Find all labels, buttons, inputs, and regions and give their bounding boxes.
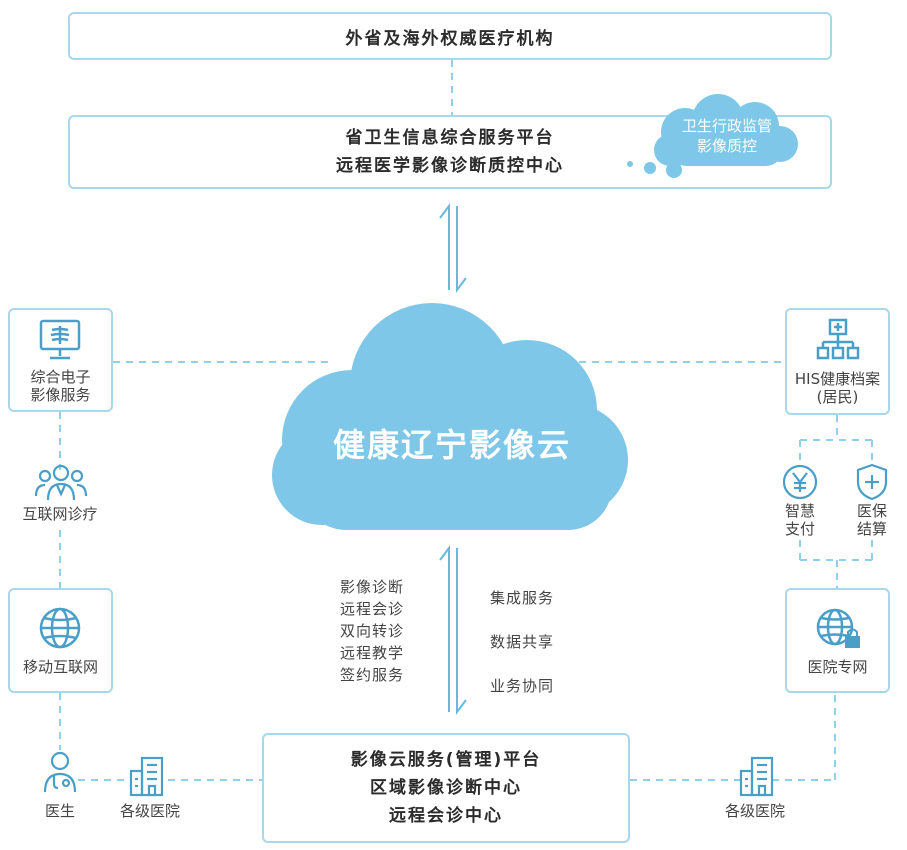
mobile-internet-box xyxy=(8,588,113,693)
service-item: 远程教学 xyxy=(340,644,405,662)
service-item: 签约服务 xyxy=(340,666,405,684)
upper-arrow-down xyxy=(456,206,467,293)
hospital-building-icon xyxy=(739,756,774,797)
doctor-icon xyxy=(43,751,77,793)
service-item: 集成服务 xyxy=(490,589,555,607)
yen-coin-icon xyxy=(782,464,818,500)
secure-globe-icon xyxy=(816,608,860,648)
monitor-xray-icon xyxy=(39,319,81,360)
medical-insurance-label: 医保 结算 xyxy=(842,502,902,538)
services-right-list: 集成服务 数据共享 业务协同 xyxy=(490,576,554,708)
supervision-cloud-text: 卫生行政监管 影像质控 xyxy=(672,116,782,156)
service-item: 双向转诊 xyxy=(340,622,405,640)
org-chart-icon xyxy=(816,318,860,360)
left-hospitals-label: 各级医院 xyxy=(119,802,180,820)
supervision-line1: 卫生行政监管 xyxy=(681,117,772,135)
province-platform-line2: 远程医学影像诊断质控中心 xyxy=(336,156,564,176)
smart-pay-line1: 智慧 xyxy=(784,502,815,520)
his-line1: HIS健康档案 xyxy=(794,370,881,388)
right-hospitals-label: 各级医院 xyxy=(724,802,785,820)
lower-arrow-down xyxy=(456,548,467,715)
main-cloud-title: 健康辽宁影像云 xyxy=(332,426,571,464)
electronic-imaging-label: 综合电子 影像服务 xyxy=(8,368,113,404)
service-item: 影像诊断 xyxy=(340,578,405,596)
shield-icon xyxy=(856,463,888,501)
bottom-platform-line2: 区域影像诊断中心 xyxy=(370,778,522,798)
main-cloud-icon xyxy=(272,303,628,530)
internet-clinic-label: 互联网诊疗 xyxy=(22,505,98,523)
electronic-imaging-line1: 综合电子 xyxy=(30,368,91,386)
service-item: 数据共享 xyxy=(490,633,555,651)
top-institution-box: 外省及海外权威医疗机构 xyxy=(68,12,832,60)
smart-pay-label: 智慧 支付 xyxy=(770,502,830,538)
bottom-platform-box: 影像云服务(管理)平台 区域影像诊断中心 远程会诊中心 xyxy=(262,733,630,843)
hospital-network-box xyxy=(785,588,890,693)
top-institution-title: 外省及海外权威医疗机构 xyxy=(345,28,555,49)
service-item: 远程会诊 xyxy=(340,600,405,618)
doctor-label: 医生 xyxy=(44,802,75,820)
lower-arrow-up xyxy=(439,545,450,712)
hospital-building-icon xyxy=(129,756,164,797)
hospital-network-label: 医院专网 xyxy=(807,658,868,676)
service-item: 业务协同 xyxy=(490,677,555,695)
bottom-platform-line1: 影像云服务(管理)平台 xyxy=(350,750,542,770)
electronic-imaging-box xyxy=(8,308,113,412)
his-line2: (居民) xyxy=(816,388,859,406)
province-platform-line1: 省卫生信息综合服务平台 xyxy=(345,128,555,148)
medical-insurance-line2: 结算 xyxy=(856,520,887,538)
medical-insurance-line1: 医保 xyxy=(856,502,887,520)
supervision-line2: 影像质控 xyxy=(696,137,757,155)
smart-pay-line2: 支付 xyxy=(784,520,815,538)
globe-icon xyxy=(39,607,81,649)
upper-arrow-up xyxy=(439,203,450,290)
doctors-group-icon xyxy=(34,464,88,501)
bottom-platform-line3: 远程会诊中心 xyxy=(389,806,503,826)
supervision-cloud-icon xyxy=(627,94,798,178)
electronic-imaging-line2: 影像服务 xyxy=(30,386,91,404)
services-left-list: 影像诊断 远程会诊 双向转诊 远程教学 签约服务 xyxy=(340,576,404,686)
mobile-internet-label: 移动互联网 xyxy=(22,658,98,676)
his-label: HIS健康档案 (居民) xyxy=(785,370,890,406)
